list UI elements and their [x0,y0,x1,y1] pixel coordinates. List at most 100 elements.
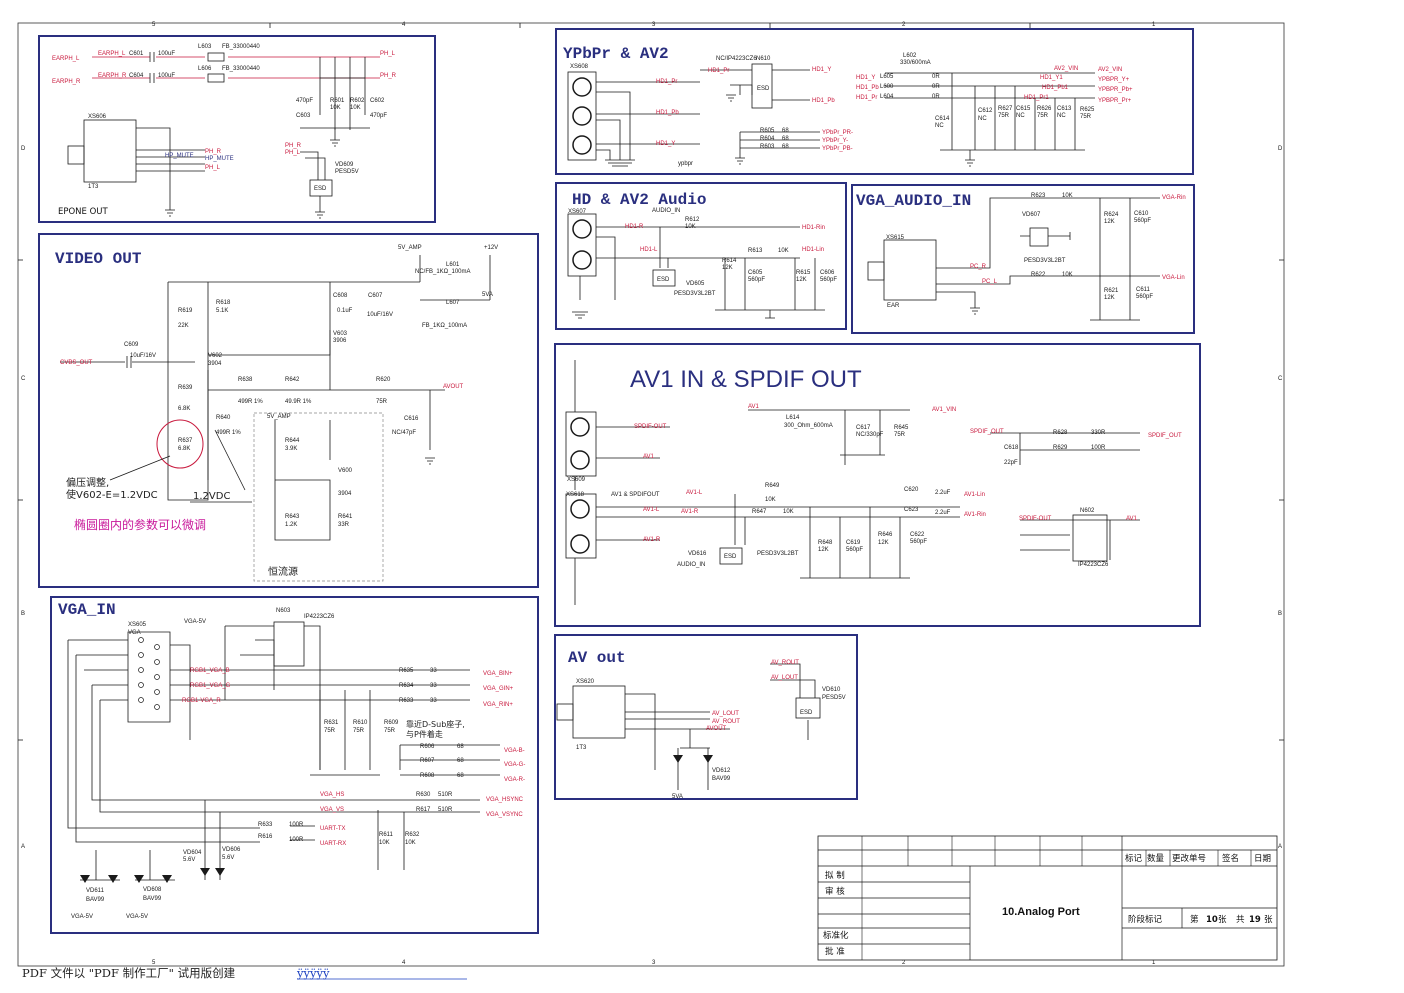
tb-total-suffix: 张 [1264,915,1273,925]
bottom-tick-2: 2 [902,960,906,966]
vd605-val: PESD3V3L2BT [674,291,716,297]
c623-val: 2.2uF [935,510,951,516]
v603-ref: V603 [333,331,348,337]
r646-val: 12K [878,540,889,546]
r610-ref: R610 [353,720,368,726]
r603-ref: R603 [760,144,775,150]
xs620-type: 1T3 [576,745,587,751]
c617-val: NC/330pF [856,432,884,438]
earphone-frame [38,35,436,223]
av1-lin-net: AV1-Lin [964,492,985,498]
earph-r-label: EARPH_R [98,73,127,79]
r625-ref: R625 [1080,107,1095,113]
vd604-ref: VD604 [183,850,202,856]
c603-ref: C603 [296,113,311,119]
r614-val: 12K [722,265,733,271]
tb-row-standard: 标准化 [823,930,849,941]
r606-ref: R606 [420,744,435,750]
r629-val: 100R [1091,445,1106,451]
vd609-esd: ESD [314,186,327,192]
footer-link[interactable]: ÿÿÿÿÿ [296,966,330,980]
vd611-ref: VD611 [86,888,105,894]
vga-hsync-net: VGA_HSYNC [486,797,524,803]
c619-val: 560pF [846,547,863,553]
av-rout-port: AV_ROUT [712,719,740,725]
r628-ref: R628 [1053,430,1068,436]
video-out-frame [38,233,539,588]
av2-vin-net: AV2_VIN [1054,66,1078,72]
r641-ref: R641 [338,514,353,520]
side-tick-b-right: B [1278,611,1282,617]
vga-audio-title: VGA_AUDIO_IN [856,192,971,210]
c622-val: 560pF [910,539,927,545]
vga-in-block: VGA_IN XS605 VGA VGA-5V N603 IP4223CZ6 R… [50,596,539,934]
audio-in-label: AUDIO_IN [652,208,680,214]
vd610-esd: ESD [800,710,813,716]
earphone-block: EPONE OUT EARPH_L EARPH_L C601 100uF L60… [38,35,436,223]
r623-val: 10K [1062,193,1073,199]
l602-ref: L602 [903,53,917,59]
tb-stage-label: 阶段标记 [1128,914,1163,925]
r646-ref: R646 [878,532,893,538]
xs605-type: VGA [128,630,141,636]
ypbpr-pr-plus: YPBPR_Pr+ [1098,98,1132,104]
spdif-out-net: SPDIF-OUT [634,424,667,430]
r644-ref: R644 [285,438,300,444]
bottom-tick-4: 4 [402,960,406,966]
vga-lin-net: VGA-Lin [1162,275,1185,281]
v602-ref: V602 [208,353,223,359]
r622-val: 10K [1062,272,1073,278]
r614-ref: R614 [722,258,737,264]
r627-ref: R627 [998,106,1013,112]
pc-r-net: PC_R [970,264,987,270]
vd607-val: PESD3V3L2BT [1024,258,1066,264]
r618-ref: R618 [216,300,231,306]
vd616-audio: AUDIO_IN [677,562,705,568]
r632-ref: R632 [405,832,420,838]
hd1-pr1-net: HD1_Pr1 [1024,95,1049,101]
vga-vs-net: VGA_VS [320,807,344,813]
r616-ref: R616 [258,834,273,840]
r635-ref: R635 [399,668,414,674]
av-lout-net: AV_LOUT [771,675,798,681]
ypbpr-pr-minus: YPbPr_PR- [822,130,853,136]
r602-val: 10K [350,105,361,111]
av1-l-net-b: AV1-L [686,490,703,496]
c605-val: 560pF [748,277,765,283]
n610-esd: ESD [757,86,770,92]
l603-val: FB_33000440 [222,44,260,50]
rgb1-vga-b-net: RGB1_VGA_B [190,668,230,674]
v602-part: 3904 [208,361,222,367]
hd1-pb-net: HD1_Pb [656,110,679,116]
c604-ref: C604 [129,73,144,79]
xs615-ref: XS615 [886,235,905,241]
r621-val: 12K [1104,295,1115,301]
r649-ref: R649 [765,483,780,489]
ypbpr-frame [555,28,1194,175]
r639-ref: R639 [178,385,193,391]
bias-note-2: 使V602-E=1.2VDC [66,488,158,501]
c607-ref: C607 [368,293,383,299]
ypbpr-pb-plus: YPBPR_Pb+ [1098,87,1133,93]
vga-vsync-net: VGA_VSYNC [486,812,523,818]
side-tick-b: B [21,611,25,617]
r612-ref: R612 [685,217,700,223]
tb-header-mark: 标记 [1125,853,1143,864]
vd616-esd: ESD [724,554,737,560]
r645-ref: R645 [894,425,909,431]
side-tick-a-right: A [1278,844,1282,850]
hd1-pb1-net: HD1_Pb1 [1042,85,1069,91]
c620-val: 2.2uF [935,490,951,496]
vd609-val: PESD5V [335,169,359,175]
ear-label: EAR [887,303,900,309]
r613-ref: R613 [748,248,763,254]
r607-val: 68 [457,758,464,764]
vd608-val: BAV99 [143,896,162,902]
hd1-y-in: HD1_Y [856,75,875,81]
av1-vin-net: AV1_VIN [932,407,956,413]
l606-ref: L606 [198,66,212,72]
c605-ref: C605 [748,270,763,276]
title-block: 标记 数量 更改单号 签名 日期 拟 制 审 核 标准化 批 准 10.Anal… [817,835,1278,961]
l601-ref: L601 [446,262,460,268]
l606-val: FB_33000440 [222,66,260,72]
